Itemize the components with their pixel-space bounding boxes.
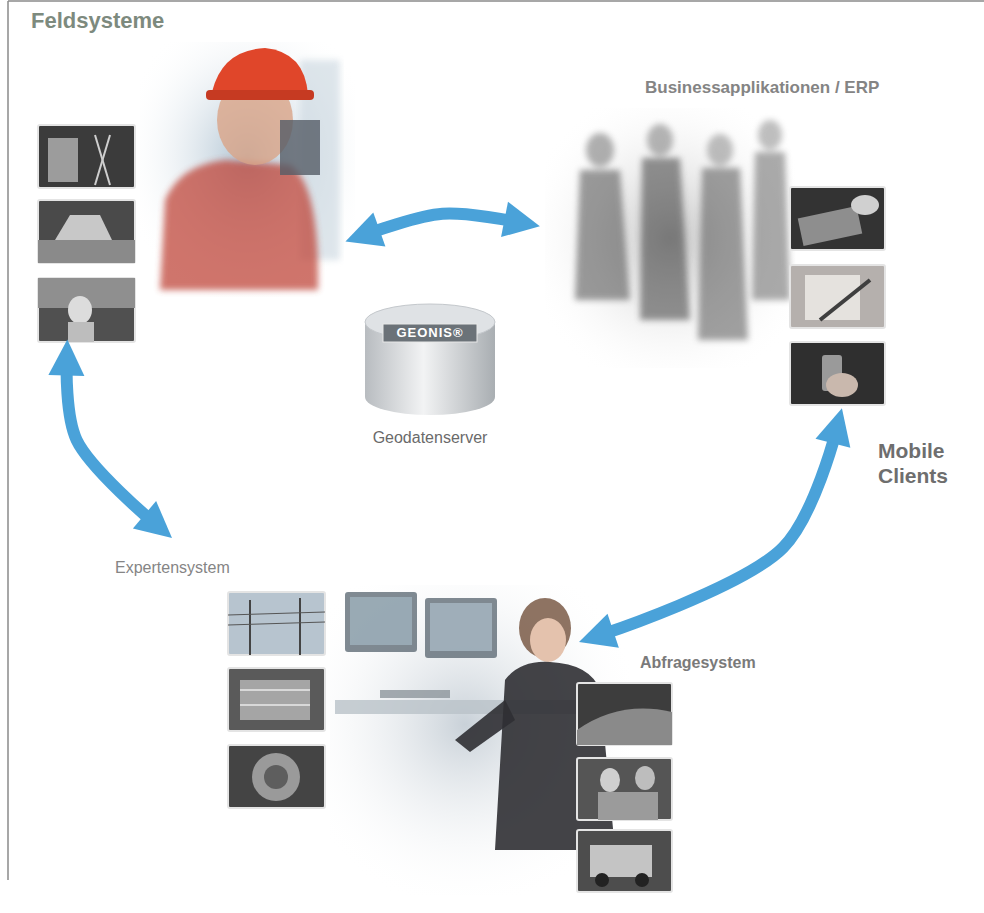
business-people-photo	[586, 133, 614, 167]
photo-thumbnail	[600, 768, 620, 792]
photo-thumbnail	[577, 683, 672, 745]
side-label: Mobile Clients	[878, 438, 978, 488]
field-worker-photo	[212, 48, 308, 95]
business-applications-group: Businessapplikationen / ERP	[540, 72, 900, 410]
node-caption: Geodatenserver	[373, 428, 488, 447]
photo-thumbnail	[577, 758, 672, 820]
photo-thumbnail	[48, 138, 78, 182]
photo-thumbnail	[240, 680, 310, 720]
photo-thumbnail	[228, 668, 325, 731]
photo-thumbnail	[798, 206, 863, 246]
photo-thumbnail	[240, 704, 310, 706]
business-people-photo	[698, 168, 748, 340]
photo-thumbnail	[228, 592, 325, 655]
business-people-photo	[545, 108, 795, 368]
business-people-photo	[575, 120, 790, 340]
business-people-photo	[758, 120, 782, 150]
photo-thumbnail	[577, 758, 672, 820]
office-photo	[350, 597, 412, 645]
office-photo	[530, 618, 566, 662]
office-photo	[345, 592, 417, 652]
flow-arrow	[67, 365, 153, 522]
expert-system-group: Expertensystem	[105, 540, 345, 820]
photo-thumbnail	[635, 873, 649, 887]
flow-arrow	[603, 433, 836, 634]
photo-thumbnail	[252, 753, 300, 801]
photo-thumbnail	[228, 745, 325, 808]
photo-thumbnail	[240, 689, 310, 691]
photo-thumbnail	[826, 373, 858, 397]
photo-thumbnail	[790, 342, 885, 405]
business-people-photo	[575, 170, 630, 300]
photo-thumbnail	[38, 200, 135, 263]
cylinder-body	[365, 322, 495, 397]
flow-arrow	[369, 214, 515, 234]
photo-thumbnail	[805, 275, 860, 320]
photo-thumbnail	[38, 278, 135, 342]
field-systems-group: Feldsysteme	[25, 5, 345, 340]
photo-thumbnail	[790, 187, 885, 250]
photo-thumbnail	[595, 873, 609, 887]
field-worker-photo	[160, 160, 318, 290]
database-cylinder: GEONIS® Geodatenserver	[355, 300, 505, 460]
photo-thumbnail	[68, 296, 92, 324]
photo-thumbnail	[38, 240, 135, 263]
node-heading: GEONIS®	[396, 324, 463, 342]
photo-thumbnail	[38, 200, 135, 263]
node-heading: Feldsysteme	[31, 8, 164, 34]
business-people-photo	[752, 152, 790, 300]
office-photo	[455, 700, 515, 752]
photo-thumbnail	[38, 125, 135, 188]
photo-thumbnail	[590, 845, 652, 877]
field-worker-photo	[280, 120, 320, 175]
photo-thumbnail	[249, 600, 251, 655]
node-heading: Businessapplikationen / ERP	[645, 78, 879, 98]
field-worker-photo	[140, 42, 355, 297]
photo-thumbnail	[635, 766, 655, 790]
photo-thumbnail	[228, 622, 325, 625]
field-worker-photo	[206, 90, 314, 100]
business-people-photo	[545, 108, 795, 368]
business-people-photo	[707, 134, 733, 166]
field-worker-photo	[140, 42, 355, 297]
photo-thumbnail	[577, 830, 672, 892]
photo-thumbnail	[38, 125, 135, 188]
photo-thumbnail	[790, 265, 885, 328]
photo-thumbnail	[55, 215, 112, 240]
photo-thumbnail	[598, 792, 658, 820]
photo-thumbnail	[790, 342, 885, 405]
photo-thumbnail	[577, 709, 672, 745]
photo-thumbnail	[95, 135, 110, 185]
photo-thumbnail	[577, 683, 672, 745]
photo-thumbnail	[577, 830, 672, 892]
office-photo	[430, 603, 492, 651]
frame-lines	[7, 1, 9, 880]
logo-band	[383, 324, 477, 342]
photo-thumbnail	[299, 598, 301, 655]
photo-thumbnail	[38, 278, 135, 342]
photo-thumbnail	[228, 745, 325, 808]
database-cylinder	[355, 300, 505, 420]
photo-thumbnail	[228, 612, 325, 615]
node-heading: Expertensystem	[115, 558, 230, 577]
photo-thumbnail	[851, 195, 879, 215]
photo-thumbnail	[228, 668, 325, 731]
photo-thumbnail	[264, 765, 288, 789]
photo-thumbnail	[228, 592, 325, 655]
query-system-group: Abfragesystem	[560, 645, 764, 895]
photo-thumbnail	[790, 265, 885, 328]
node-heading: Abfragesystem	[640, 653, 756, 672]
frame-lines	[8, 0, 984, 2]
business-people-photo	[640, 158, 690, 320]
photo-thumbnail	[68, 322, 94, 342]
office-photo	[425, 598, 497, 658]
photo-thumbnail	[790, 187, 885, 250]
photo-thumbnail	[820, 280, 870, 320]
business-people-photo	[647, 124, 673, 156]
photo-thumbnail	[95, 135, 110, 185]
office-photo	[380, 690, 450, 698]
